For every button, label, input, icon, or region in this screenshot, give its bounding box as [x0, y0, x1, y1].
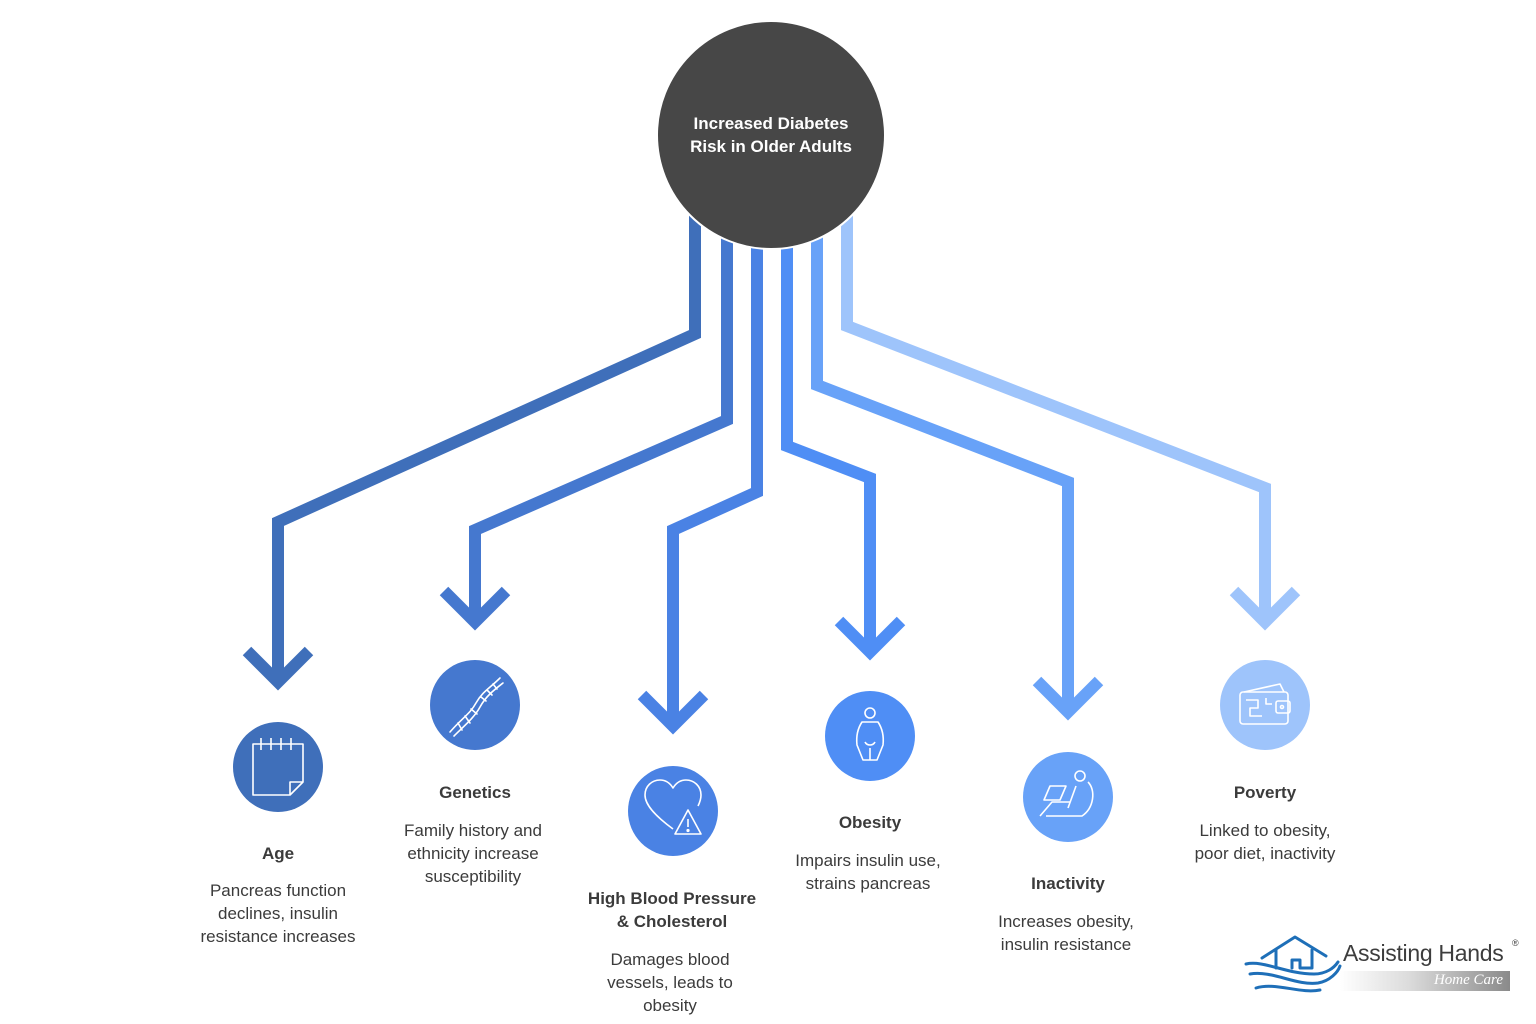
inactivity-description: Increases obesity, insulin resistance [998, 912, 1134, 954]
high-blood-pressure-node [628, 766, 718, 856]
hub-circle [656, 20, 886, 250]
genetics-description: Family history and ethnicity increase su… [404, 821, 542, 886]
arrow-genetics [439, 228, 733, 631]
age-title: Age [261, 844, 295, 863]
poverty-node [1220, 660, 1310, 750]
arrow-obesity [781, 240, 906, 661]
calendar-icon [252, 738, 304, 796]
logo-subtitle: Home Care [1433, 972, 1503, 988]
inactivity-node [1023, 752, 1113, 842]
poverty-title: Poverty [1233, 783, 1297, 802]
high-blood-pressure-description: Damages blood vessels, leads to obesity [607, 950, 733, 1015]
arrow-poverty [841, 205, 1301, 631]
logo-mark-icon [1244, 935, 1342, 993]
hub-title: Increased Diabetes Risk in Older Adults [690, 114, 852, 156]
genetics-title: Genetics [439, 783, 511, 802]
heart-warning-icon [644, 779, 702, 835]
genetics-node [430, 660, 520, 750]
logo-name: Assisting Hands [1343, 940, 1504, 966]
logo-subtitle-bar [1340, 971, 1510, 991]
inactivity-title: Inactivity [1031, 874, 1105, 893]
age-description: Pancreas function declines, insulin resi… [200, 881, 356, 946]
wallet-icon [1239, 683, 1291, 725]
person-reclining-laptop-icon [1039, 770, 1094, 817]
obesity-node [825, 691, 915, 781]
arrow-age [242, 205, 701, 691]
obesity-title: Obesity [838, 813, 902, 832]
arrow-inactivity [811, 228, 1104, 721]
age-node [233, 722, 323, 812]
person-icon [855, 707, 885, 761]
arrow-high-blood-pressure [637, 240, 763, 735]
obesity-description: Impairs insulin use, strains pancreas [795, 851, 941, 893]
dna-icon [449, 677, 504, 737]
high-blood-pressure-title: High Blood Pressure & Cholesterol [587, 889, 757, 931]
logo-registered-mark: ® [1512, 938, 1519, 948]
brand-logo: Assisting Hands ® Home Care [1240, 930, 1525, 1000]
poverty-description: Linked to obesity, poor diet, inactivity [1194, 821, 1336, 863]
